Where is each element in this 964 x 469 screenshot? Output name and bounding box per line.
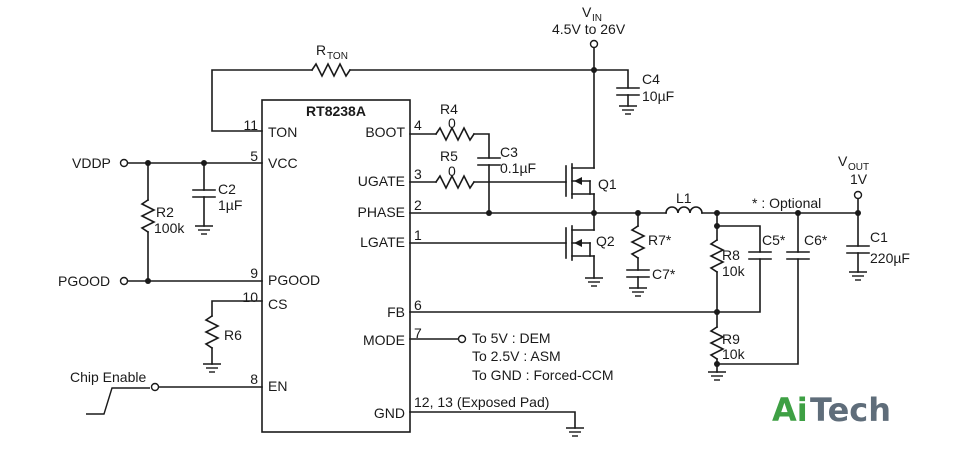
rton-label-main: R — [316, 42, 326, 58]
mode-terminal — [457, 334, 467, 344]
pin-num-ugate: 3 — [414, 166, 422, 182]
r5-value: 0 — [448, 163, 456, 179]
pgood-network: PGOOD — [58, 273, 263, 289]
rton-label-sub: TON — [327, 51, 348, 62]
r7-label: R7* — [648, 232, 672, 248]
pin-label-phase: PHASE — [358, 204, 405, 220]
vddp-terminal — [119, 158, 129, 168]
pin-label-pgood: PGOOD — [268, 272, 320, 288]
pin-label-cs: CS — [268, 296, 287, 312]
pin-label-lgate: LGATE — [360, 234, 405, 250]
vddp-label: VDDP — [72, 155, 111, 171]
pin-num-pgood: 9 — [250, 265, 258, 281]
vout-node: V OUT 1V — [838, 153, 869, 214]
ic-right-pins: BOOT 4 UGATE 3 PHASE 2 LGATE 1 FB 6 MODE… — [358, 117, 550, 421]
q2-label: Q2 — [596, 233, 615, 249]
ic-rt8238a: RT8238A — [261, 99, 411, 433]
c4-value: 10µF — [642, 88, 674, 104]
pin-num-ton: 11 — [243, 117, 258, 133]
pin-num-cs: 10 — [242, 289, 258, 305]
pin-label-boot: BOOT — [365, 124, 405, 140]
en-terminal — [150, 382, 160, 392]
c1-name: C1 — [870, 229, 888, 245]
pin-label-gnd: GND — [374, 405, 405, 421]
c6-label: C6* — [804, 232, 828, 248]
ic-left-pins: TON 11 VCC 5 PGOOD 9 CS 10 EN 8 — [242, 117, 320, 394]
r2-name: R2 — [156, 204, 174, 220]
resistor-r2: R2 100k — [140, 162, 185, 282]
chip-enable-label: Chip Enable — [70, 369, 146, 385]
mosfet-q2: Q2 — [409, 212, 615, 287]
vddp-network: VDDP — [72, 155, 263, 171]
r6-label: R6 — [224, 327, 242, 343]
vin-terminal — [589, 39, 599, 49]
optional-note: * : Optional — [752, 195, 821, 211]
rton-network: R TON — [211, 42, 595, 132]
c4-name: C4 — [642, 71, 660, 87]
pin-num-gnd: 12, 13 (Exposed Pad) — [414, 394, 549, 410]
gnd-network — [409, 411, 584, 437]
vout-label-main: V — [838, 153, 848, 169]
mode-note-ccm: To GND : Forced-CCM — [472, 367, 614, 383]
chip-enable-network: Chip Enable — [70, 369, 263, 415]
vin-node: V IN 4.5V to 26V — [552, 4, 626, 169]
resistor-r6: R6 — [203, 300, 263, 373]
l1-label: L1 — [676, 190, 692, 206]
pin-label-mode: MODE — [363, 332, 405, 348]
feedback-network: R8 10k C5* C6* R9 10k — [409, 210, 828, 381]
q1-label: Q1 — [598, 176, 617, 192]
r8-name: R8 — [722, 247, 740, 263]
r4-name: R4 — [440, 101, 458, 117]
pin-num-lgate: 1 — [414, 227, 422, 243]
logo-tech: Tech — [810, 391, 891, 429]
ic-name: RT8238A — [306, 103, 366, 119]
vin-label-sub: IN — [592, 13, 602, 24]
phase-net — [409, 210, 667, 216]
pgood-terminal — [119, 276, 129, 286]
r9-value: 10k — [722, 346, 746, 362]
pin-label-vcc: VCC — [268, 155, 298, 171]
r2-value: 100k — [154, 220, 185, 236]
capacitor-c1: C1 220µF — [846, 212, 910, 281]
mode-note-dem: To 5V : DEM — [472, 330, 551, 346]
pgood-label: PGOOD — [58, 273, 110, 289]
c5-label: C5* — [762, 232, 786, 248]
capacitor-c2: C2 1µF — [192, 162, 242, 235]
pin-label-ton: TON — [268, 124, 297, 140]
vout-terminal — [853, 190, 863, 200]
pin-num-vcc: 5 — [250, 148, 258, 164]
vout-value: 1V — [850, 171, 868, 187]
r5-name: R5 — [440, 148, 458, 164]
snubber-r7-c7: R7* C7* — [626, 212, 676, 297]
r8-value: 10k — [722, 263, 746, 279]
vout-label-sub: OUT — [848, 162, 869, 173]
r4-value: 0 — [448, 115, 456, 131]
pin-label-fb: FB — [387, 304, 405, 320]
c2-name: C2 — [218, 181, 236, 197]
c2-value: 1µF — [218, 197, 242, 213]
mode-network: To 5V : DEM To 2.5V : ASM To GND : Force… — [409, 330, 614, 383]
capacitor-c4: C4 10µF — [593, 69, 674, 115]
c1-value: 220µF — [870, 250, 910, 266]
mosfet-q1: Q1 — [565, 163, 617, 214]
pin-num-phase: 2 — [414, 197, 422, 213]
r9-name: R9 — [722, 331, 740, 347]
c3-name: C3 — [500, 144, 518, 160]
vin-range: 4.5V to 26V — [552, 21, 626, 37]
c7-label: C7* — [652, 266, 676, 282]
pin-label-en: EN — [268, 378, 287, 394]
boot-network: R4 0 C3 0.1µF — [409, 101, 536, 214]
pin-num-mode: 7 — [414, 325, 422, 341]
logo-ai: Ai — [772, 391, 808, 429]
pin-num-fb: 6 — [414, 297, 422, 313]
mode-note-asm: To 2.5V : ASM — [472, 348, 561, 364]
c3-value: 0.1µF — [500, 160, 536, 176]
aitech-logo: Ai Tech — [772, 391, 891, 429]
pin-num-en: 8 — [250, 371, 258, 387]
pin-num-boot: 4 — [414, 117, 422, 133]
vin-label-main: V — [582, 4, 592, 20]
ugate-network: R5 0 — [409, 148, 567, 190]
pin-label-ugate: UGATE — [358, 173, 405, 189]
